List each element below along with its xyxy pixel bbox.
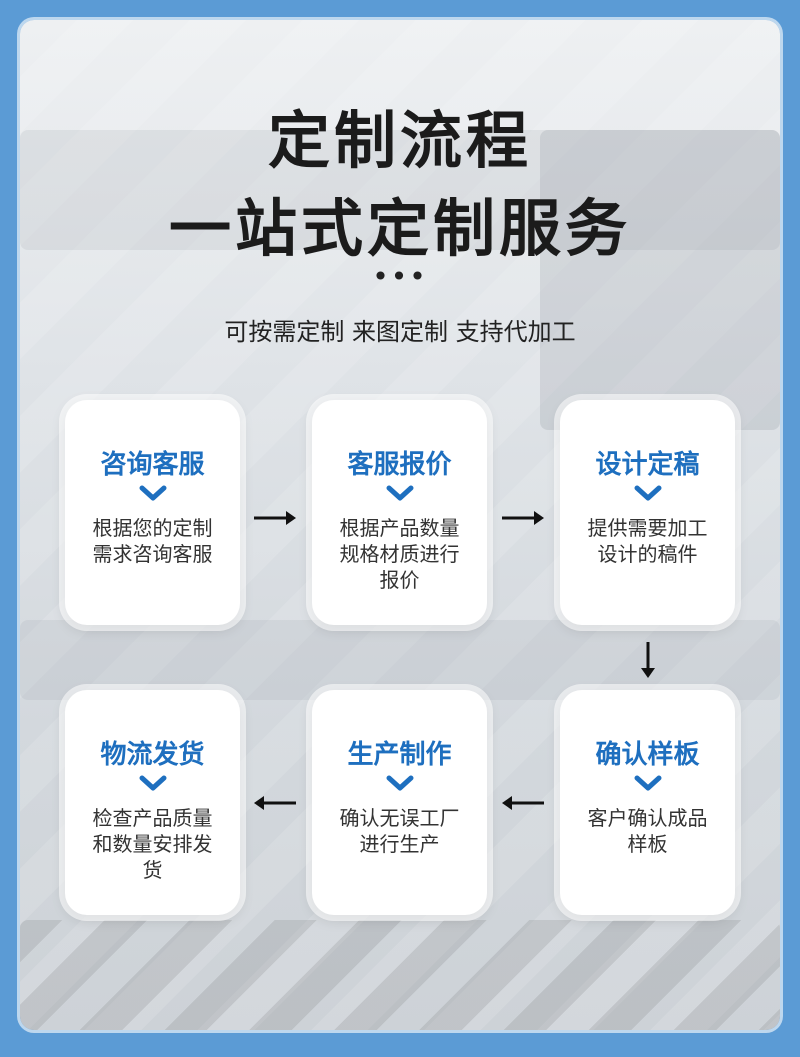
step-description: 确认无误工厂进行生产 bbox=[339, 806, 460, 856]
step-title: 客服报价 bbox=[347, 450, 452, 480]
step-title: 确认样板 bbox=[595, 740, 700, 770]
page-title: 定制流程 bbox=[267, 104, 532, 177]
step-card-production: 生产制作 确认无误工厂进行生产 bbox=[312, 690, 487, 915]
step-title: 咨询客服 bbox=[100, 450, 205, 480]
chevron-down-icon bbox=[139, 775, 166, 791]
step-description: 根据产品数量规格材质进行报价 bbox=[339, 516, 460, 592]
tagline: 可按需定制 来图定制 支持代加工 bbox=[224, 318, 576, 346]
arrow-left-icon bbox=[502, 796, 544, 810]
chevron-down-icon bbox=[634, 775, 661, 791]
step-card-shipping: 物流发货 检查产品质量和数量安排发货 bbox=[65, 690, 240, 915]
step-card-sample: 确认样板 客户确认成品样板 bbox=[560, 690, 735, 915]
arrow-right-icon bbox=[254, 511, 296, 525]
step-title: 物流发货 bbox=[100, 740, 205, 770]
step-card-quote: 客服报价 根据产品数量规格材质进行报价 bbox=[312, 400, 487, 625]
chevron-down-icon bbox=[139, 485, 166, 501]
chevron-down-icon bbox=[634, 485, 661, 501]
step-card-consult: 咨询客服 根据您的定制需求咨询客服 bbox=[65, 400, 240, 625]
divider-dots: ••• bbox=[372, 260, 428, 293]
step-title: 设计定稿 bbox=[595, 450, 700, 480]
background-stripes bbox=[20, 920, 780, 1030]
arrow-right-icon bbox=[502, 511, 544, 525]
background-control-panel bbox=[540, 130, 780, 430]
step-title: 生产制作 bbox=[347, 740, 452, 770]
arrow-left-icon bbox=[254, 796, 296, 810]
page-subtitle-heading: 一站式定制服务 bbox=[168, 192, 631, 265]
step-card-design: 设计定稿 提供需要加工设计的稿件 bbox=[560, 400, 735, 625]
chevron-down-icon bbox=[386, 775, 413, 791]
step-description: 根据您的定制需求咨询客服 bbox=[92, 516, 213, 566]
content-frame: 定制流程 一站式定制服务 ••• 可按需定制 来图定制 支持代加工 咨询客服 根… bbox=[20, 20, 780, 1030]
arrow-down-icon bbox=[641, 642, 655, 678]
background-machine-mid bbox=[20, 620, 780, 700]
step-description: 提供需要加工设计的稿件 bbox=[587, 516, 708, 566]
background-machine-top bbox=[20, 130, 780, 250]
step-description: 客户确认成品样板 bbox=[587, 806, 708, 856]
step-description: 检查产品质量和数量安排发货 bbox=[92, 806, 213, 882]
chevron-down-icon bbox=[386, 485, 413, 501]
